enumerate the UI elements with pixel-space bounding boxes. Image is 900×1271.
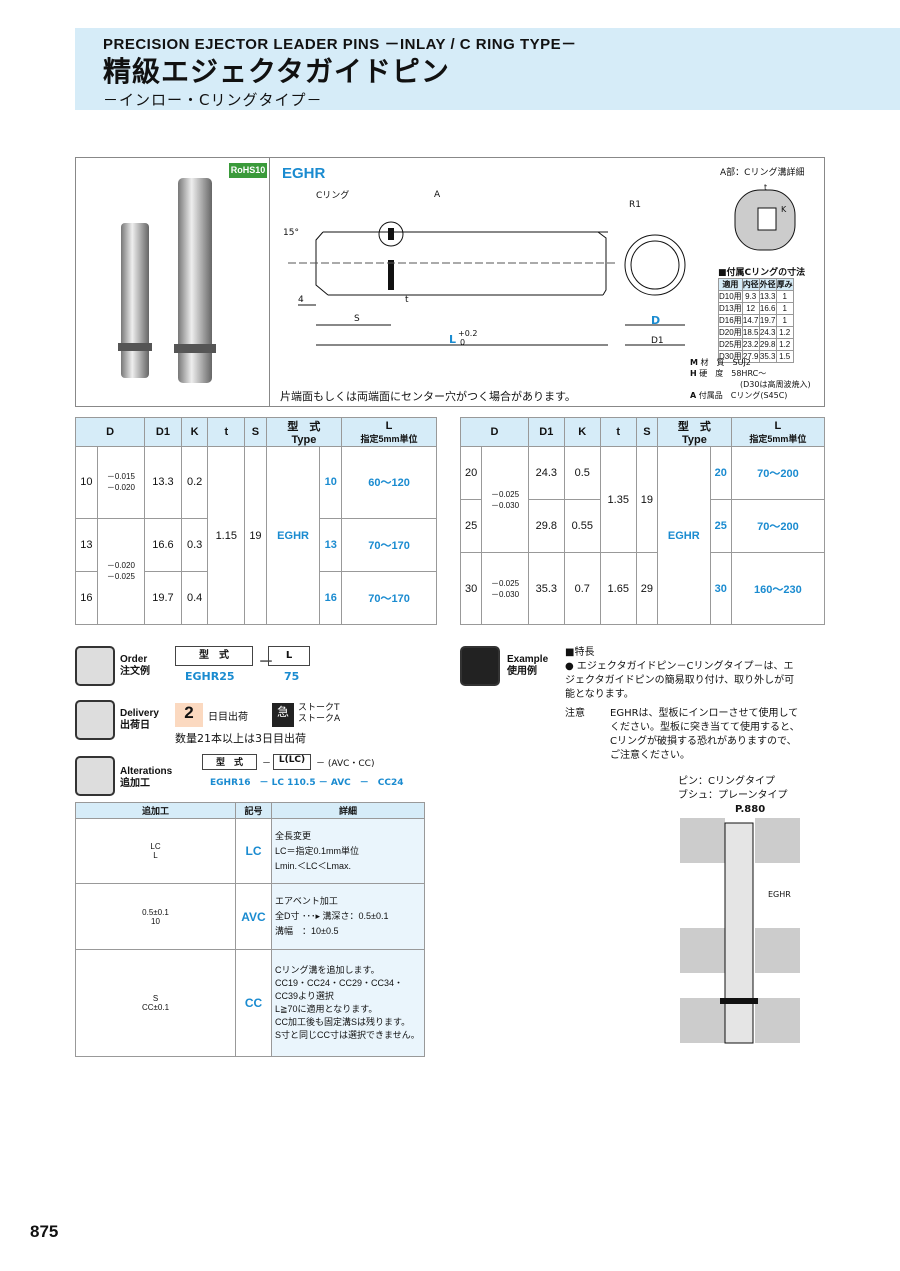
title-en: PRECISION EJECTOR LEADER PINS －INLAY / C… xyxy=(103,36,577,53)
title-jp: 精級エジェクタガイドピン xyxy=(103,55,450,88)
alter-dash: － xyxy=(262,759,272,769)
a-label: A xyxy=(434,190,441,200)
detail-label: A部：Cリング溝詳細 xyxy=(720,168,805,178)
page-ref: P.880 xyxy=(735,804,766,815)
drill-icon xyxy=(75,756,115,796)
groove-detail xyxy=(734,189,796,251)
materials: M 材 質 SUJ2 H 硬 度 58HRC～ (D30は高周波焼入) A 付属… xyxy=(690,358,811,400)
rohs-badge: RoHS10 xyxy=(229,163,267,178)
order-col1: 型 式 xyxy=(175,646,253,666)
order-v2: 75 xyxy=(284,670,300,683)
delivery-days-label: 日目出荷 xyxy=(208,712,248,723)
example-title: ■特長 xyxy=(565,647,595,658)
ex-icon xyxy=(460,646,500,686)
dim-d1: D1 xyxy=(651,336,664,346)
dim-s: S xyxy=(354,314,360,324)
r1-label: R1 xyxy=(629,200,641,210)
order-col2: L xyxy=(268,646,310,666)
dim-t: t xyxy=(405,295,409,305)
delivery-note: 数量21本以上は3日目出荷 xyxy=(175,732,306,745)
cring-title: ■付属Cリングの寸法 xyxy=(718,268,806,278)
kyu-badge: 急 xyxy=(272,703,294,727)
alter-col1: 型 式 xyxy=(202,754,257,770)
dim-4: 4 xyxy=(298,295,304,305)
usage-label: EGHR xyxy=(768,890,791,899)
product-box xyxy=(75,157,825,407)
alter-example: EGHR16 － LC 110.5 － AVC － CC24 xyxy=(210,778,404,788)
phone-icon xyxy=(75,646,115,686)
alter-col3: － (AVC・CC) xyxy=(316,759,375,769)
bush-type: ブシュ：プレーンタイプ xyxy=(678,790,788,801)
page-number: 875 xyxy=(30,1222,59,1241)
subtitle: －インロー・Cリングタイプ－ xyxy=(103,91,323,109)
order-v1: EGHR25 xyxy=(185,670,235,683)
usage-drawing xyxy=(680,818,800,1044)
dim-l: L xyxy=(449,333,457,346)
pin-type: ピン：Cリングタイプ xyxy=(678,776,775,787)
pin-drawing xyxy=(288,221,686,346)
product-code: EGHR xyxy=(282,165,326,182)
product-photo xyxy=(76,158,270,406)
header-band xyxy=(75,28,900,110)
cring-label: Cリング xyxy=(316,191,350,201)
truck-icon xyxy=(75,700,115,740)
caution-text: EGHRは、型板にインローさせて使用してください。型板に突き当てて使用すると、C… xyxy=(610,708,800,761)
detail-t: t xyxy=(764,183,768,192)
detail-k: K xyxy=(781,205,787,214)
dim-d: D xyxy=(651,314,661,327)
delivery-days: 2 xyxy=(175,703,203,727)
angle-label: 15° xyxy=(283,228,299,238)
alter-col2: L(LC) xyxy=(273,754,311,770)
pins-image xyxy=(118,178,216,383)
dim-l-tol-up: +0.2 xyxy=(458,329,478,338)
center-note: 片端面もしくは両端面にセンター穴がつく場合があります。 xyxy=(280,390,576,403)
caution-label: 注意 xyxy=(565,708,585,719)
order-dash: － xyxy=(258,652,275,671)
dim-l-tol-low: 0 xyxy=(460,338,466,347)
example-bullet: ● エジェクタガイドピン－Cリングタイプ－は、エジェクタガイドピンの簡易取り付け… xyxy=(565,661,795,700)
